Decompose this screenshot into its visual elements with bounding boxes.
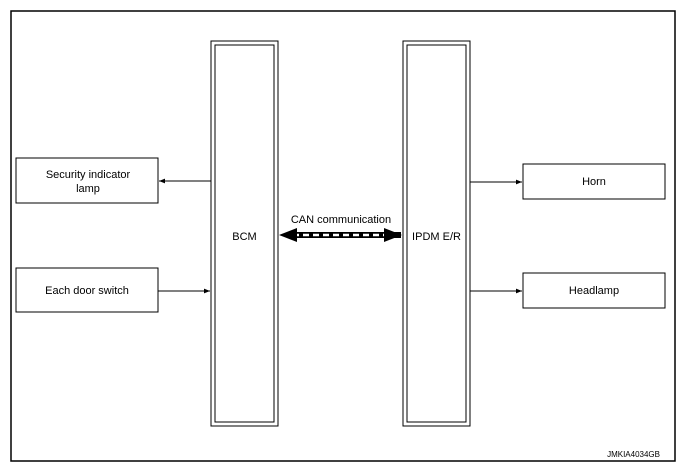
ipdm-block: IPDM E/R — [402, 40, 471, 427]
security-lamp-label-line1: Security indicator — [46, 169, 131, 181]
bcm-block: BCM — [210, 40, 279, 427]
horn-label: Horn — [582, 176, 606, 188]
can-communication-label: CAN communication — [291, 214, 391, 226]
diagram-frame — [10, 10, 676, 462]
security-lamp-label-line2: lamp — [76, 183, 100, 195]
ipdm-label: IPDM E/R — [412, 231, 461, 243]
headlamp-label: Headlamp — [569, 285, 619, 297]
headlamp-block: Headlamp — [522, 272, 666, 309]
door-switch-block: Each door switch — [15, 267, 159, 313]
security-indicator-lamp-block: Security indicator lamp — [15, 157, 159, 204]
bcm-label: BCM — [232, 231, 256, 243]
figure-code: JMKIA4034GB — [607, 450, 660, 459]
horn-block: Horn — [522, 163, 666, 200]
can-communication-arrow — [279, 228, 402, 242]
door-switch-label: Each door switch — [45, 285, 129, 297]
